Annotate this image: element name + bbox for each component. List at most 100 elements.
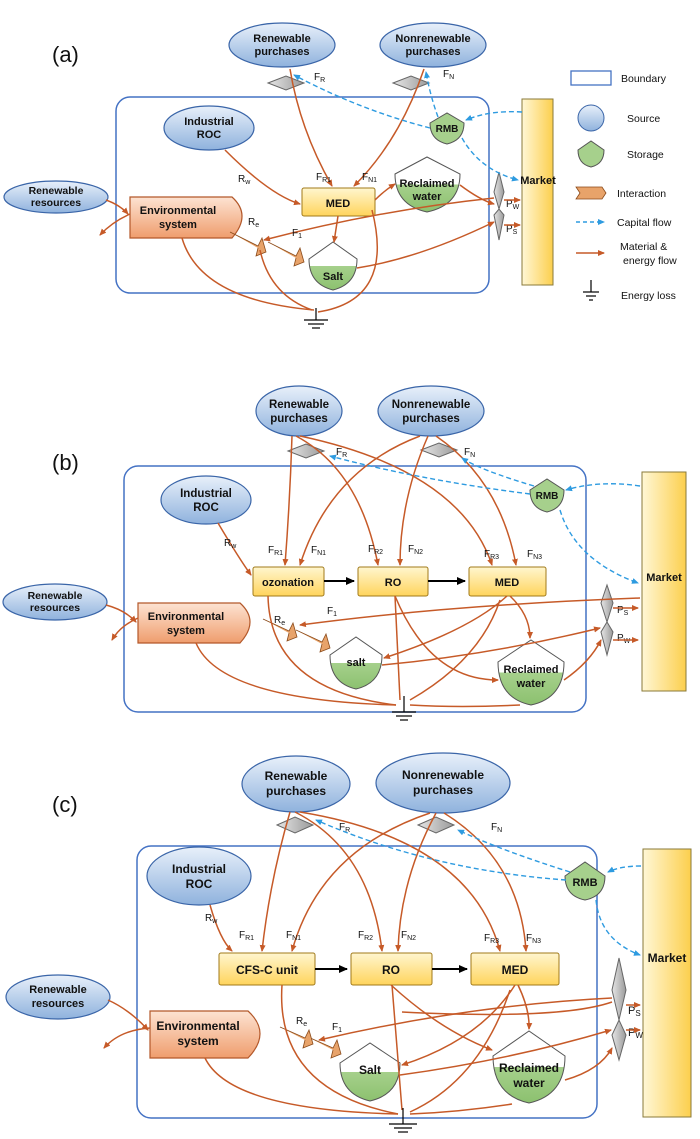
svg-text:FN3: FN3 [527,549,542,561]
svg-text:purchases: purchases [405,46,460,58]
svg-text:Nonrenewable: Nonrenewable [395,33,470,45]
svg-text:ROC: ROC [186,877,213,891]
source-industrial-roc: Industrial ROC [160,475,252,525]
source-renewable-resources: Renewable resources [2,583,108,621]
market: Market [641,471,687,692]
svg-text:system: system [159,219,197,231]
system-boundary [123,465,587,713]
svg-text:F1: F1 [292,228,302,240]
legend-interaction-swatch [575,186,607,200]
svg-text:resources: resources [31,197,81,209]
svg-text:Re: Re [274,615,285,627]
system-boundary [115,96,490,294]
svg-text:resources: resources [30,602,80,614]
environmental-system: Environmental system [137,602,251,644]
svg-text:FR1: FR1 [316,172,331,184]
interaction-diamond-fn [391,75,431,91]
svg-text:FN2: FN2 [401,930,416,942]
svg-text:FR: FR [314,72,325,84]
svg-text:MED: MED [326,198,351,210]
svg-text:Nonrenewable: Nonrenewable [402,768,484,782]
svg-text:Renewable: Renewable [265,769,328,783]
svg-text:RMB: RMB [536,491,559,502]
svg-text:Industrial: Industrial [184,116,234,128]
panel-b: (b) Renewable purchases Nonrenewable pur… [2,385,687,721]
svg-text:FR: FR [336,447,347,459]
legend-boundary-swatch [570,70,612,86]
svg-text:Rw: Rw [238,174,251,186]
energy-loss-sink [392,696,416,721]
source-renewable-purchases: Renewable purchases [255,385,343,437]
svg-text:RO: RO [382,963,400,977]
storage-salt: salt [329,636,383,690]
legend-material-flow-label-2: energy flow [623,255,677,267]
legend-source-label: Source [627,113,660,125]
panel-c: (c) Renewable purchases Nonrenewable pur… [5,752,692,1133]
svg-text:Rw: Rw [224,538,237,550]
unit-ozonation: ozonation [252,566,325,597]
source-renewable-purchases: Renewable purchases [241,755,351,813]
svg-text:Rw: Rw [205,913,218,925]
svg-text:PW: PW [628,1027,643,1040]
svg-text:Environmental: Environmental [156,1019,239,1033]
capital-flows-a [293,71,523,182]
svg-text:Environmental: Environmental [148,611,224,623]
svg-text:Re: Re [248,217,259,229]
svg-text:ROC: ROC [193,502,219,514]
legend-source-swatch [577,104,605,132]
storage-reclaimed-water: Reclaimed water [394,156,461,213]
source-industrial-roc: Industrial ROC [146,846,252,906]
svg-text:purchases: purchases [270,413,328,425]
source-nonrenewable-purchases: Nonrenewable purchases [375,752,511,814]
svg-text:Market: Market [648,951,687,965]
svg-text:MED: MED [495,577,520,589]
svg-text:MED: MED [502,963,529,977]
svg-text:purchases: purchases [402,413,460,425]
svg-text:purchases: purchases [266,784,326,798]
svg-text:Market: Market [520,175,556,187]
svg-text:FN2: FN2 [408,544,423,556]
svg-text:Nonrenewable: Nonrenewable [392,399,471,411]
svg-text:Renewable: Renewable [29,185,84,197]
svg-text:PS: PS [628,1005,641,1018]
energy-loss-sink [304,308,328,329]
svg-text:FN: FN [491,822,502,834]
panel-label: (b) [52,450,79,475]
unit-med: MED [470,952,560,986]
source-nonrenewable-purchases: Nonrenewable purchases [377,385,485,437]
legend-energy-loss-label: Energy loss [621,290,676,302]
svg-text:PW: PW [506,199,520,211]
svg-text:ozonation: ozonation [262,577,314,589]
material-energy-flows-c [103,811,641,1115]
svg-text:salt: salt [347,657,366,669]
market: Market [520,98,556,286]
interaction-symbols [262,618,331,653]
storage-salt: Salt [339,1042,401,1102]
svg-text:FN3: FN3 [526,933,541,945]
svg-text:Salt: Salt [359,1063,381,1077]
svg-text:PS: PS [506,224,518,236]
legend: Boundary Source Storage Interaction Capi… [570,70,677,302]
legend-boundary-label: Boundary [621,73,667,85]
source-renewable-resources: Renewable resources [5,974,111,1020]
svg-text:resources: resources [32,998,85,1010]
svg-text:FR3: FR3 [484,933,499,945]
source-nonrenewable-purchases: Nonrenewable purchases [379,22,487,68]
svg-text:Market: Market [646,572,682,584]
svg-text:Reclaimed: Reclaimed [399,178,454,190]
system-boundary [136,845,598,1119]
svg-text:Industrial: Industrial [172,862,226,876]
panel-a: (a) Renewable purchases Nonrenewable pur… [3,22,556,329]
svg-text:Reclaimed: Reclaimed [503,664,558,676]
svg-text:CFS-C unit: CFS-C unit [236,963,298,977]
svg-text:FR2: FR2 [358,930,373,942]
svg-text:water: water [512,1076,545,1090]
svg-text:FR2: FR2 [368,544,383,556]
legend-storage-label: Storage [627,149,664,161]
legend-capital-flow-label: Capital flow [617,217,672,229]
svg-text:Industrial: Industrial [180,488,232,500]
svg-text:purchases: purchases [413,783,473,797]
market: Market [642,848,692,1118]
svg-text:FN: FN [464,447,475,459]
